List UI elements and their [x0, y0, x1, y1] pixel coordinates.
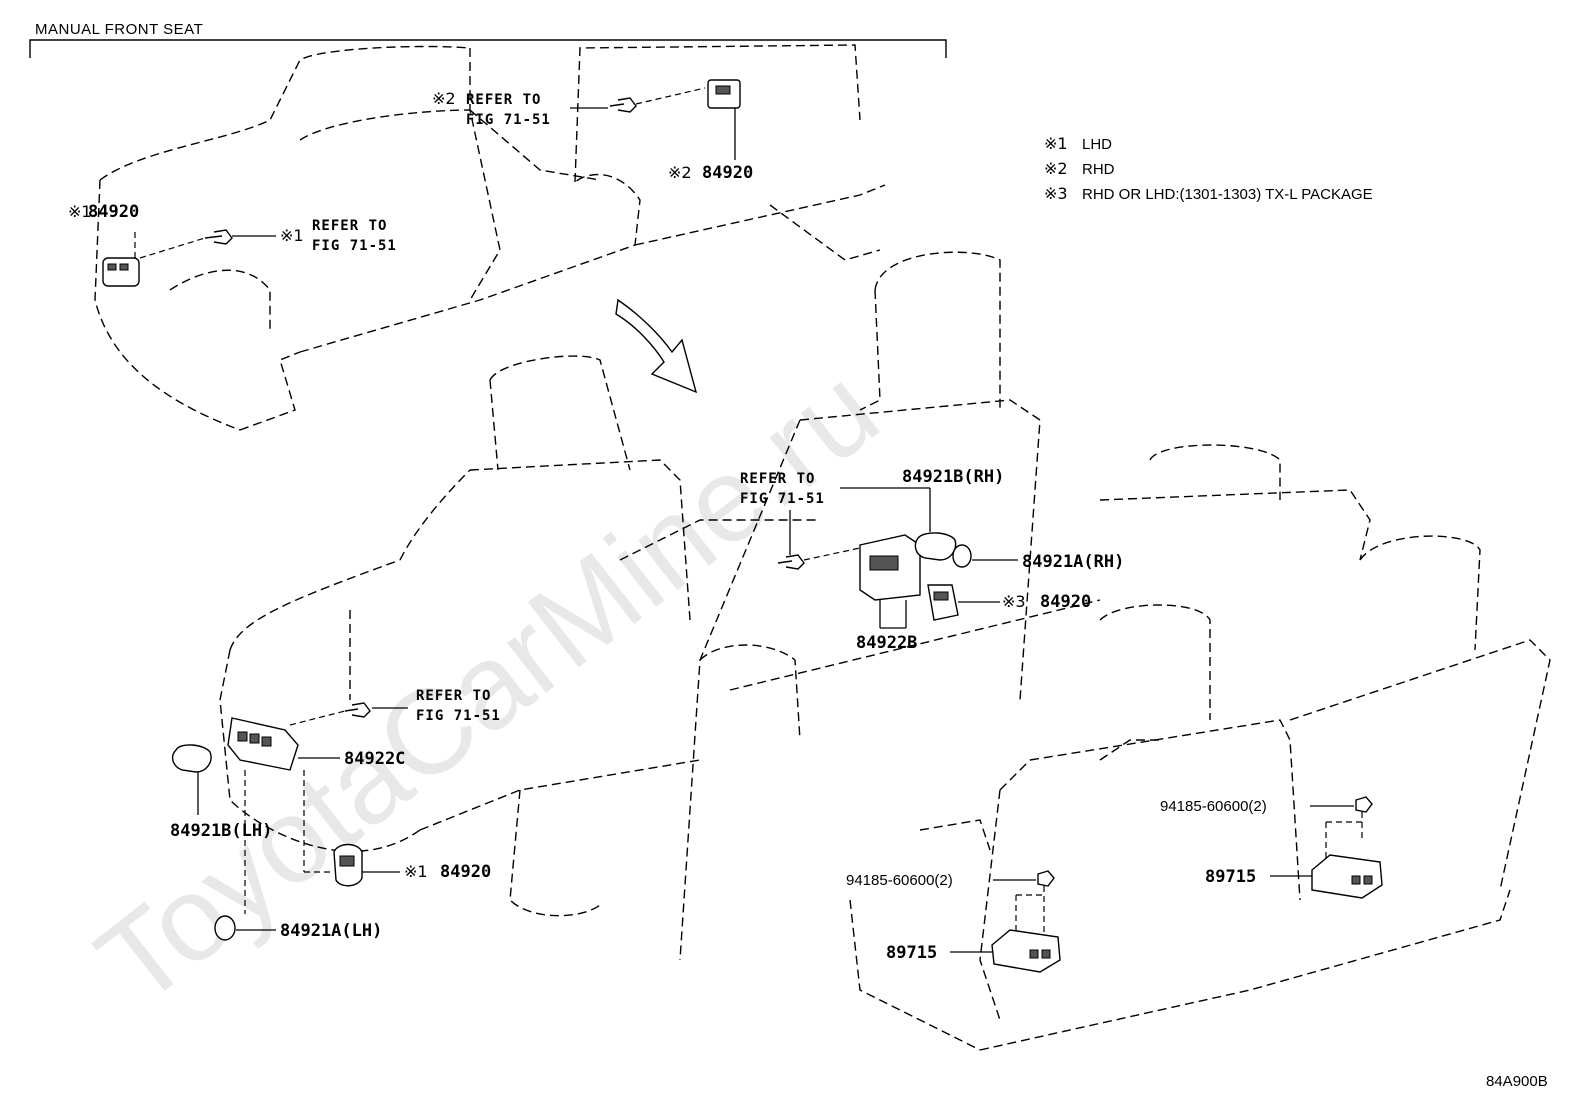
note-text-1: LHD — [1082, 136, 1112, 153]
section-title: MANUAL FRONT SEAT — [35, 21, 203, 38]
manual-front-seat-outline — [94, 44, 886, 431]
mark-rhd-ref: ※2 — [432, 89, 456, 108]
bolt-refer-rhd-upper: ※2 REFER TO FIG 71-51 — [432, 87, 706, 128]
part-84920-lhd-lower: ※1 84920 — [303, 770, 491, 887]
part-84921a-lh: 84921A(LH) — [214, 770, 382, 941]
bolt-refer-lhd-upper: ※1 REFER TO FIG 71-51 — [139, 218, 397, 259]
part-89715-right: 89715 — [1205, 854, 1383, 899]
mark-lhd-lower: ※1 — [404, 862, 428, 881]
mark-rhd: ※2 — [668, 163, 692, 182]
part-84921b-lh: 84921B(LH) — [170, 744, 272, 841]
label-94185-left: 94185-60600(2) — [846, 872, 953, 889]
refer-2-line2: FIG 71-51 — [466, 112, 551, 128]
refer-3-line1: REFER TO — [740, 471, 815, 487]
label-84922b: 84922B — [856, 633, 917, 653]
seat-assembly-outline — [219, 251, 1551, 1051]
part-84921a-rh: 84921A(RH) — [952, 544, 1124, 572]
note-mark-1: ※1 — [1044, 134, 1068, 153]
refer-2-line1: REFER TO — [466, 92, 541, 108]
label-89715-right: 89715 — [1205, 867, 1256, 887]
part-84922c: 84922C — [227, 717, 405, 771]
refer-3-line2: FIG 71-51 — [740, 491, 825, 507]
label-84921a-lh: 84921A(LH) — [280, 921, 382, 941]
refer-1-line1: REFER TO — [312, 218, 387, 234]
label-84920-tx: 84920 — [1040, 592, 1091, 612]
bolt-refer-lower-left: REFER TO FIG 71-51 — [289, 688, 501, 726]
label-84922c: 84922C — [344, 749, 405, 769]
part-94185-right: 94185-60600(2) — [1160, 796, 1373, 862]
part-84922b: 84922B — [856, 534, 921, 653]
label-94185-right: 94185-60600(2) — [1160, 798, 1267, 815]
part-89715-left: 89715 — [886, 929, 1061, 973]
notes-legend: ※1 LHD ※2 RHD ※3 RHD OR LHD:(1301-1303) … — [1044, 134, 1373, 203]
label-89715-left: 89715 — [886, 943, 937, 963]
figure-code: 84A900B — [1486, 1073, 1548, 1090]
mark-lhd-ref: ※1 — [280, 226, 304, 245]
section-bracket — [29, 39, 947, 58]
label-84921b-lh: 84921B(LH) — [170, 821, 272, 841]
part-84920-lhd-upper: ※1 84920 — [68, 202, 140, 287]
note-mark-3: ※3 — [1044, 184, 1068, 203]
part-84920-rhd-upper: ※2 84920 — [668, 79, 753, 183]
refer-4-line2: FIG 71-51 — [416, 708, 501, 724]
refer-4-line1: REFER TO — [416, 688, 491, 704]
label-84920-lhd-lower: 84920 — [440, 862, 491, 882]
note-mark-2: ※2 — [1044, 159, 1068, 178]
label-84920-rhd-upper: 84920 — [702, 163, 753, 183]
part-94185-left: 94185-60600(2) — [846, 870, 1055, 940]
note-text-3: RHD OR LHD:(1301-1303) TX-L PACKAGE — [1082, 186, 1373, 203]
label-84921a-rh: 84921A(RH) — [1022, 552, 1124, 572]
mark-lhd: ※1 — [68, 202, 92, 221]
mark-tx: ※3 — [1002, 592, 1026, 611]
label-84921b-rh: 84921B(RH) — [902, 467, 1004, 487]
note-text-2: RHD — [1082, 161, 1115, 178]
bolt-refer-center: REFER TO FIG 71-51 — [740, 471, 861, 570]
part-84920-tx: ※3 84920 — [927, 584, 1091, 621]
watermark: ToyotaCarMine.ru — [74, 342, 903, 1031]
label-84920-lhd-upper: 84920 — [88, 202, 139, 222]
flow-arrow-icon — [615, 298, 698, 394]
refer-1-line2: FIG 71-51 — [312, 238, 397, 254]
part-84921b-rh: 84921B(RH) — [840, 467, 1004, 561]
